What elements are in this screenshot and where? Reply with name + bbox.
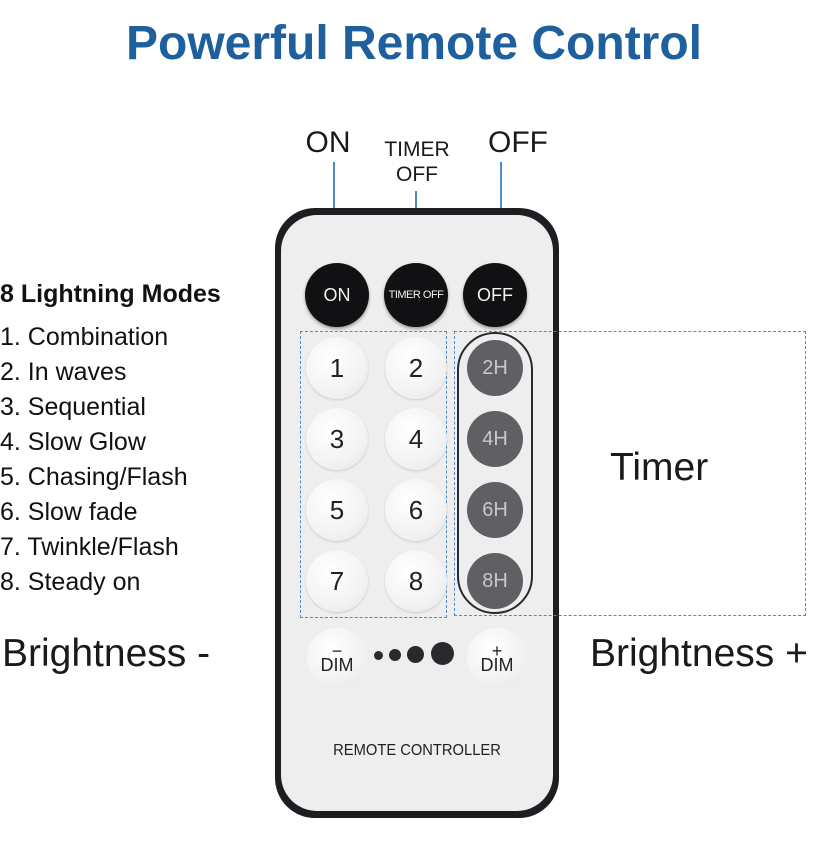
modes-list: 1. Combination 2. In waves 3. Sequential…	[0, 320, 188, 600]
mode-5-button[interactable]: 5	[306, 479, 368, 541]
label-timer-off: TIMER OFF	[372, 137, 462, 187]
mode-item: 6. Slow fade	[0, 498, 138, 526]
mode-item: 7. Twinkle/Flash	[0, 533, 179, 561]
brightness-dot-icon	[374, 651, 383, 660]
modes-highlight-box	[300, 331, 447, 618]
off-button[interactable]: OFF	[463, 263, 527, 327]
mode-6-button[interactable]: 6	[385, 479, 447, 541]
label-timer-off-line1: TIMER	[384, 138, 450, 161]
mode-4-button[interactable]: 4	[385, 408, 447, 470]
remote-caption: REMOTE CONTROLLER	[333, 742, 501, 759]
plus-icon: +	[491, 640, 503, 661]
label-off: OFF	[488, 126, 548, 159]
mode-1-button[interactable]: 1	[306, 337, 368, 399]
mode-item: 4. Slow Glow	[0, 428, 146, 456]
timer-off-button[interactable]: TIMER OFF	[384, 263, 448, 327]
brightness-dot-icon	[389, 649, 401, 661]
timer-2h-button[interactable]: 2H	[467, 340, 523, 396]
label-brightness-plus: Brightness +	[590, 632, 808, 675]
dim-plus-label: DIM	[480, 654, 514, 675]
brightness-dot-icon	[407, 646, 424, 663]
mode-7-button[interactable]: 7	[306, 550, 368, 612]
timer-highlight-box	[454, 331, 806, 616]
timer-button-group	[457, 332, 533, 614]
dim-minus-label: DIM	[320, 654, 354, 675]
dim-minus-button[interactable]: − DIM	[307, 628, 367, 688]
dim-plus-button[interactable]: + DIM	[467, 628, 527, 688]
on-button[interactable]: ON	[305, 263, 369, 327]
timer-6h-button[interactable]: 6H	[467, 482, 523, 538]
mode-item: 5. Chasing/Flash	[0, 463, 188, 491]
label-brightness-minus: Brightness -	[2, 632, 211, 675]
minus-icon: −	[331, 640, 343, 661]
mode-8-button[interactable]: 8	[385, 550, 447, 612]
label-on: ON	[305, 126, 351, 159]
timer-4h-button[interactable]: 4H	[467, 411, 523, 467]
brightness-dot-icon	[431, 642, 454, 665]
mode-item: 2. In waves	[0, 358, 127, 386]
mode-item: 8. Steady on	[0, 568, 141, 596]
modes-heading: 8 Lightning Modes	[0, 280, 221, 308]
mode-3-button[interactable]: 3	[306, 408, 368, 470]
mode-item: 3. Sequential	[0, 393, 146, 421]
mode-item: 1. Combination	[0, 323, 169, 351]
mode-2-button[interactable]: 2	[385, 337, 447, 399]
page-title: Powerful Remote Control	[125, 17, 703, 70]
label-timer-off-line2: OFF	[396, 163, 438, 186]
timer-8h-button[interactable]: 8H	[467, 553, 523, 609]
label-timer: Timer	[610, 446, 709, 489]
